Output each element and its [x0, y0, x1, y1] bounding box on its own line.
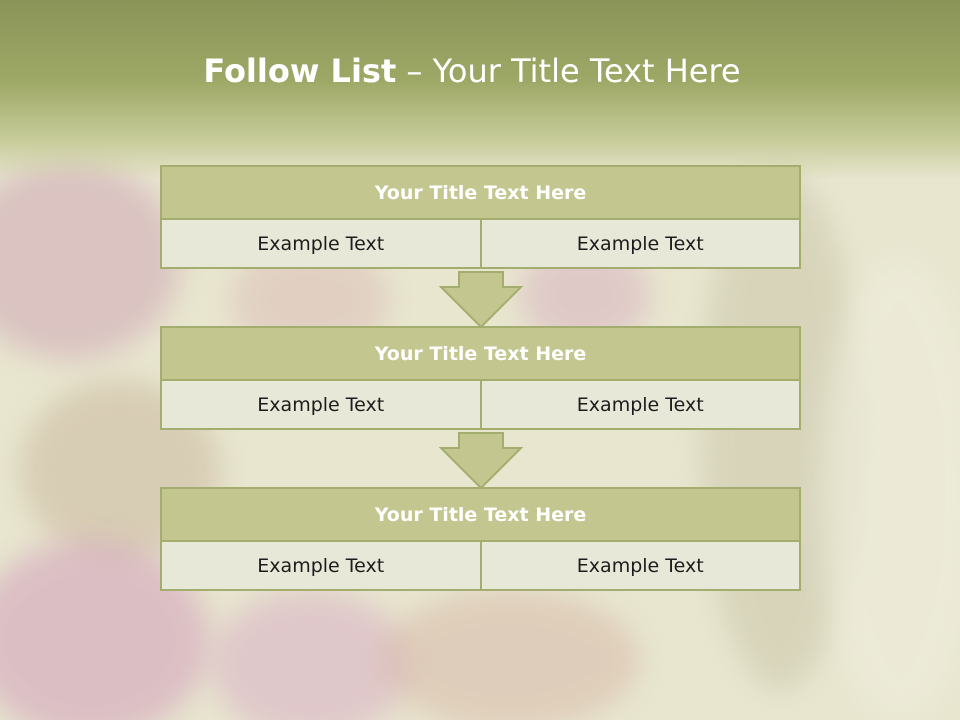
flow-step-cell-right: Example Text	[481, 381, 801, 430]
flow-step-1: Your Title Text Here Example Text Exampl…	[160, 165, 801, 269]
slide-title-rest: – Your Title Text Here	[396, 52, 741, 90]
flow-step-title: Your Title Text Here	[160, 326, 801, 381]
flow-step-3: Your Title Text Here Example Text Exampl…	[160, 487, 801, 591]
flow-step-row: Example Text Example Text	[160, 542, 801, 591]
flow-step-row: Example Text Example Text	[160, 381, 801, 430]
flow-step-2: Your Title Text Here Example Text Exampl…	[160, 326, 801, 430]
flow-step-row: Example Text Example Text	[160, 220, 801, 269]
flow-step-cell-left: Example Text	[160, 220, 482, 269]
flow-step-cell-right: Example Text	[481, 220, 801, 269]
down-arrow-icon	[438, 271, 524, 329]
down-arrow-icon	[438, 432, 524, 490]
slide-title: Follow List – Your Title Text Here	[0, 52, 944, 90]
slide-title-bold: Follow List	[203, 52, 397, 90]
flow-step-cell-left: Example Text	[160, 542, 482, 591]
flow-step-title: Your Title Text Here	[160, 165, 801, 220]
flow-step-cell-right: Example Text	[481, 542, 801, 591]
flow-step-title: Your Title Text Here	[160, 487, 801, 542]
flow-step-cell-left: Example Text	[160, 381, 482, 430]
